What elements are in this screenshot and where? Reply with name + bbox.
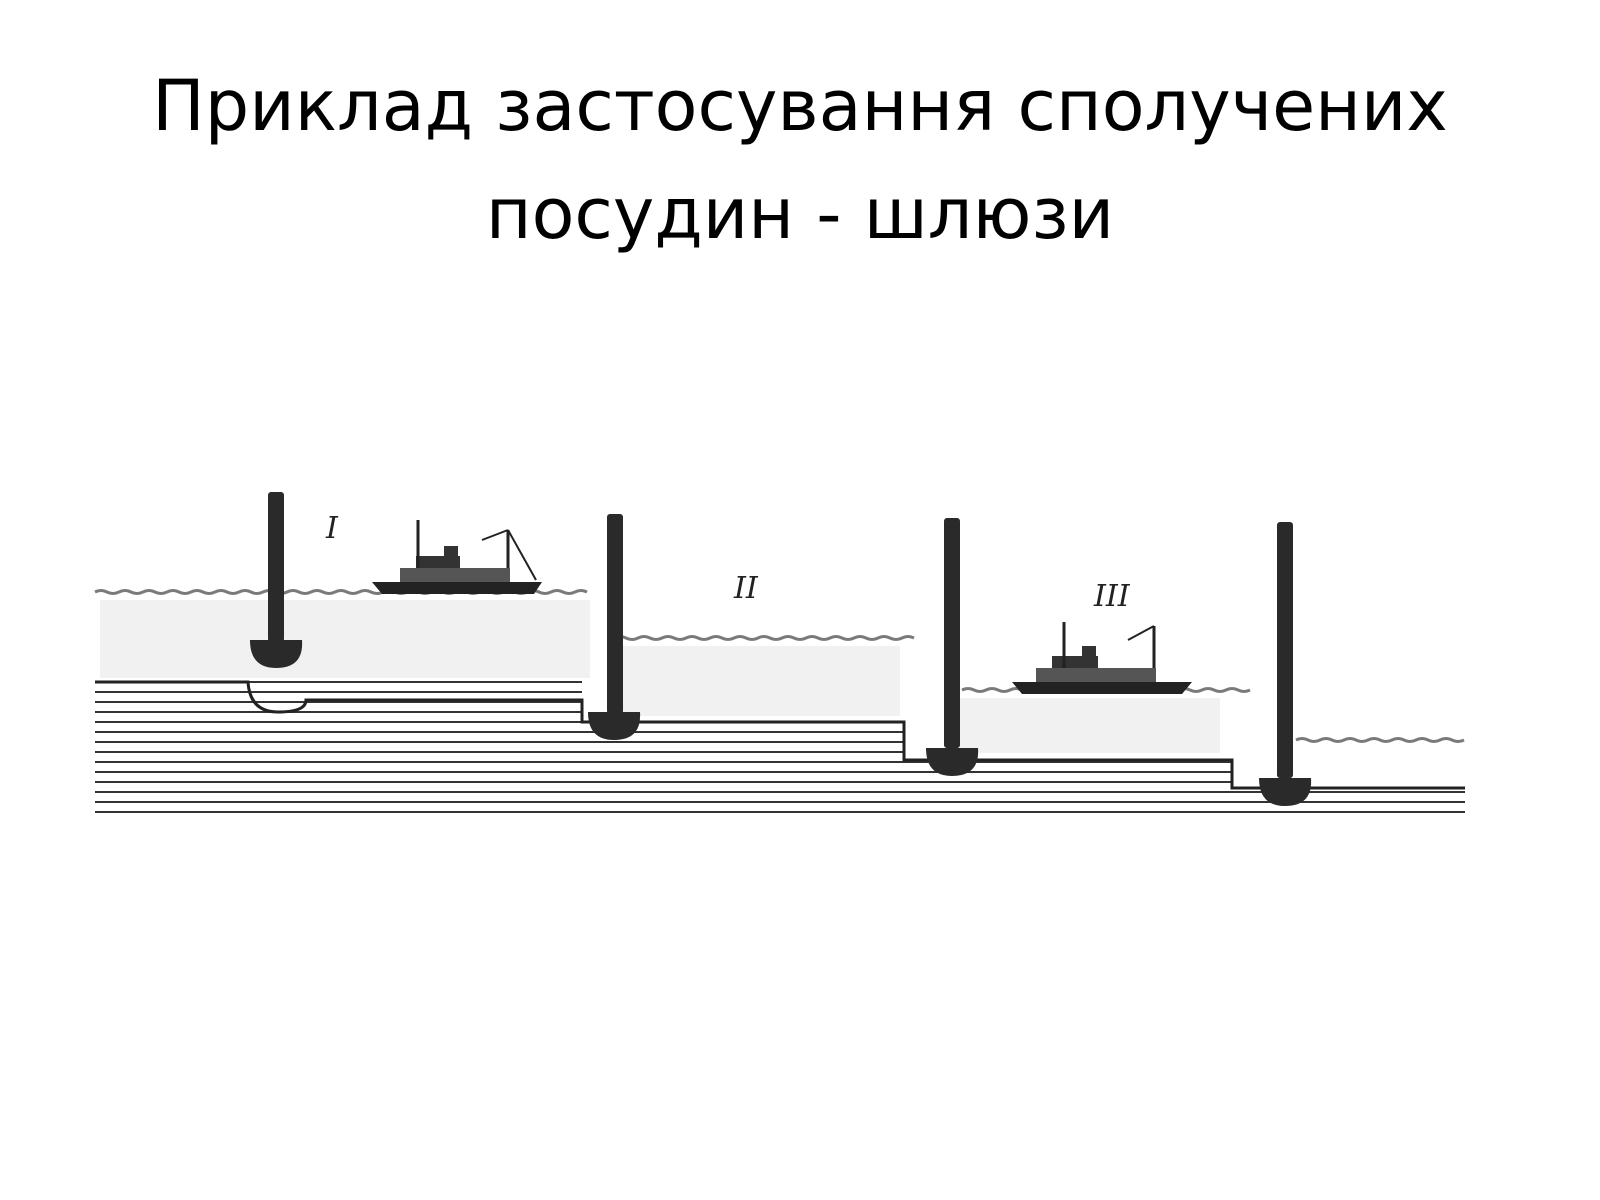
water-shading: [100, 600, 1220, 753]
ground-hatching: [95, 681, 1465, 813]
ship-upper: [372, 520, 542, 594]
slide-title-line-2: посудин - шлюзи: [485, 173, 1115, 255]
lock-gate-2: [588, 514, 641, 740]
lock-gates: [250, 492, 1312, 806]
lock-gate-1: [250, 492, 303, 668]
chamber-label-3: III: [1093, 579, 1131, 614]
chamber-label-2: II: [733, 571, 759, 606]
canal-bed-outline: [95, 680, 1465, 790]
water-level-chamber-2: [613, 635, 915, 641]
lock-gate-3: [926, 518, 979, 776]
slide-title: Приклад застосування сполучених посудин …: [0, 52, 1600, 268]
water-level-lower: [1295, 737, 1465, 743]
ship-lower: [1012, 622, 1192, 694]
chamber-label-1: I: [325, 511, 339, 546]
lock-gate-4: [1259, 522, 1312, 806]
slide-title-line-1: Приклад застосування сполучених: [152, 65, 1448, 147]
